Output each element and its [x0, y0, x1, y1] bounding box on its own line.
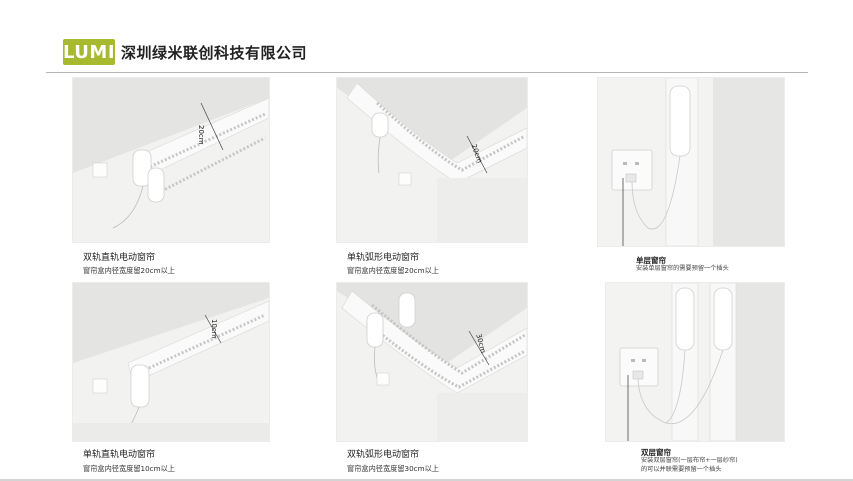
lumi-logo: LUMI: [63, 39, 115, 65]
panel-title: 单轨直轨电动窗帘: [83, 450, 156, 460]
double-straight-track-illustration: [73, 78, 269, 242]
panel-title: 单轨弧形电动窗帘: [347, 253, 420, 263]
double-layer-socket-illustration: [606, 283, 784, 441]
panel-subtitle: 窗帘盒内径宽度留30cm以上: [347, 464, 439, 473]
socket-image-single-layer: [597, 77, 785, 247]
company-name: 深圳绿米联创科技有限公司: [121, 43, 308, 62]
socket-note: 的可以并联需要预留一个插头: [641, 466, 722, 473]
double-curved-track-illustration: [337, 283, 527, 441]
panel-subtitle: 窗帘盒内径宽度留20cm以上: [83, 266, 175, 275]
single-layer-socket-illustration: [598, 78, 784, 246]
track-image-single-curved: 20cm: [336, 77, 528, 243]
track-image-single-straight: 10cm: [72, 282, 270, 442]
socket-title: 单层窗帘: [636, 256, 666, 265]
header-divider: [46, 72, 808, 73]
track-image-double-straight: 20cm: [72, 77, 270, 243]
panel-subtitle: 窗帘盒内径宽度留10cm以上: [83, 464, 175, 473]
socket-note: 安装双层窗帘(一层布帘+一层纱帘): [641, 457, 738, 464]
socket-title: 双层窗帘: [641, 448, 671, 457]
panel-subtitle: 窗帘盒内径宽度留20cm以上: [347, 266, 439, 275]
dimension-label: 10cm: [210, 319, 218, 339]
track-image-double-curved: 30cm: [336, 282, 528, 442]
socket-note: 安装单层窗帘的需要预留一个插头: [636, 265, 729, 272]
footer-divider: [0, 479, 853, 481]
panel-title: 双轨弧形电动窗帘: [347, 450, 420, 460]
single-curved-track-illustration: [337, 78, 527, 242]
socket-image-double-layer: [605, 282, 785, 442]
header: LUMI 深圳绿米联创科技有限公司: [63, 36, 307, 68]
panel-title: 双轨直轨电动窗帘: [83, 253, 156, 263]
dimension-label: 20cm: [197, 125, 205, 145]
single-straight-track-illustration: [73, 283, 269, 441]
